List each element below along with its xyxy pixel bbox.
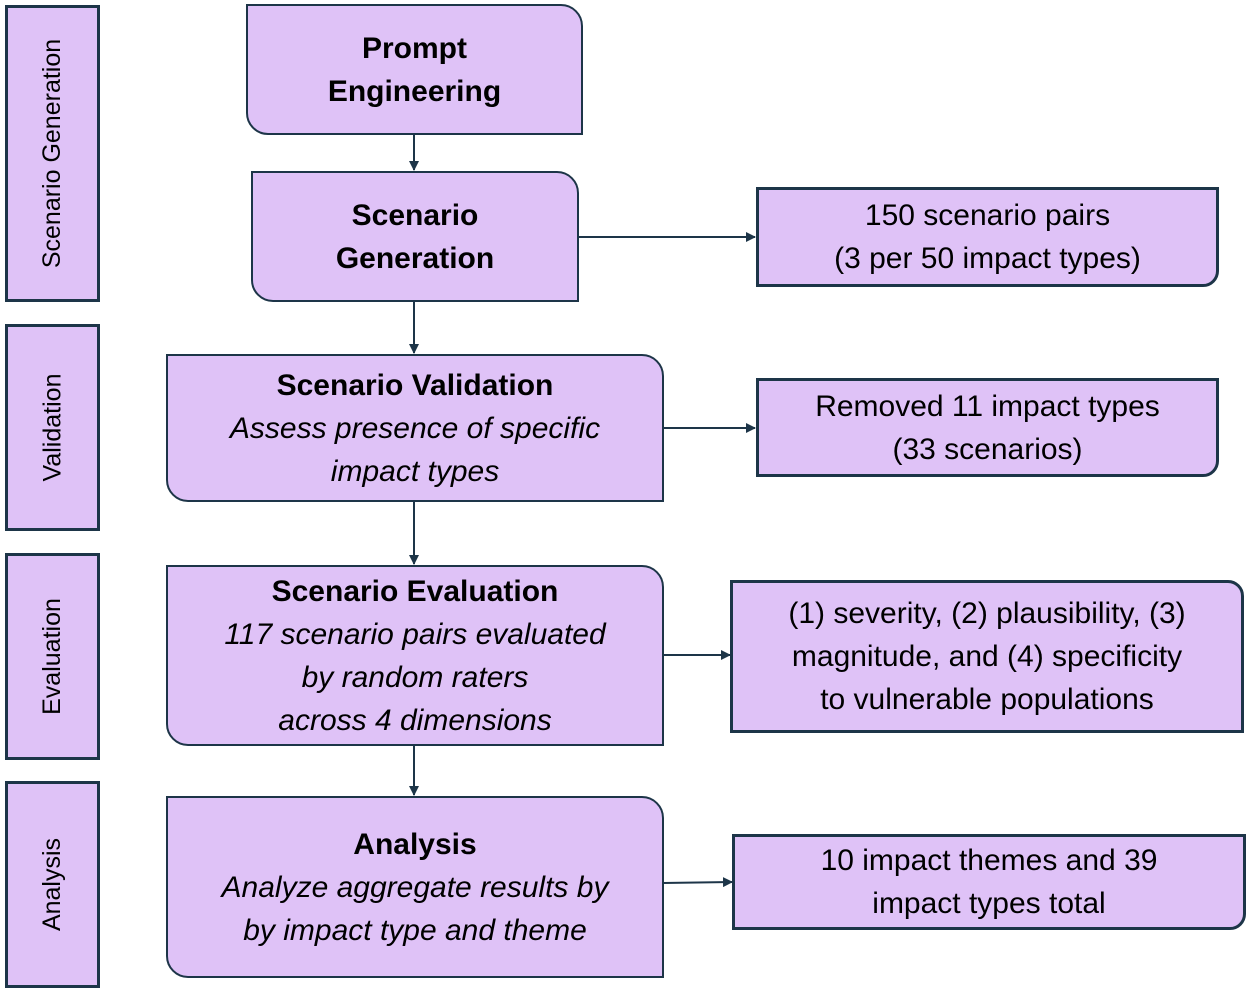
arrow-analysis-to-outcome [662, 877, 733, 888]
lane-evaluation: Evaluation [5, 553, 100, 760]
lane-scenario-generation: Scenario Generation [5, 5, 100, 302]
outcome-generation: 150 scenario pairs (3 per 50 impact type… [756, 187, 1219, 287]
step-scenario-generation-line1: Scenario [351, 198, 479, 232]
outcome-analysis-line2: impact types total [872, 887, 1106, 920]
outcome-evaluation-line2: magnitude, and (4) specificity [791, 640, 1183, 673]
outcome-generation-line1: 150 scenario pairs [864, 199, 1111, 232]
step-scenario-evaluation-title: Scenario Evaluation [271, 574, 559, 608]
step-prompt-engineering-line1: Prompt [362, 31, 467, 65]
lane-validation: Validation [5, 324, 100, 531]
step-scenario-evaluation-desc3: across 4 dimensions [278, 703, 552, 737]
outcome-evaluation-line3: to vulnerable populations [820, 683, 1154, 716]
step-scenario-validation-desc2: impact types [330, 454, 500, 488]
step-scenario-evaluation-desc2: by random raters [301, 660, 529, 694]
step-prompt-engineering-line2: Engineering [327, 74, 502, 108]
outcome-validation-line2: (33 scenarios) [892, 432, 1083, 466]
outcome-validation-line1: Removed 11 impact types [815, 389, 1160, 423]
step-scenario-validation-title: Scenario Validation [276, 368, 554, 402]
step-analysis: Analysis Analyze aggregate results by by… [166, 796, 664, 978]
step-scenario-evaluation-desc1: 117 scenario pairs evaluated [224, 617, 606, 651]
step-analysis-desc1: Analyze aggregate results by [221, 870, 609, 904]
outcome-evaluation-line1: (1) severity, (2) plausibility, (3) [788, 597, 1186, 630]
outcome-generation-line2: (3 per 50 impact types) [834, 242, 1141, 275]
step-analysis-title: Analysis [353, 827, 477, 861]
step-scenario-validation-desc1: Assess presence of specific [229, 411, 601, 445]
step-scenario-validation: Scenario Validation Assess presence of s… [166, 354, 664, 502]
step-scenario-generation: Scenario Generation [251, 171, 579, 302]
lane-analysis: Analysis [5, 781, 100, 988]
step-scenario-evaluation: Scenario Evaluation 117 scenario pairs e… [166, 565, 664, 746]
outcome-evaluation: (1) severity, (2) plausibility, (3) magn… [730, 580, 1244, 733]
step-analysis-desc2: by impact type and theme [243, 913, 587, 947]
step-prompt-engineering: Prompt Engineering [246, 4, 583, 135]
outcome-analysis: 10 impact themes and 39 impact types tot… [732, 834, 1246, 930]
outcome-analysis-line1: 10 impact themes and 39 [820, 844, 1158, 877]
outcome-validation: Removed 11 impact types (33 scenarios) [756, 378, 1219, 477]
step-scenario-generation-line2: Generation [335, 241, 495, 275]
